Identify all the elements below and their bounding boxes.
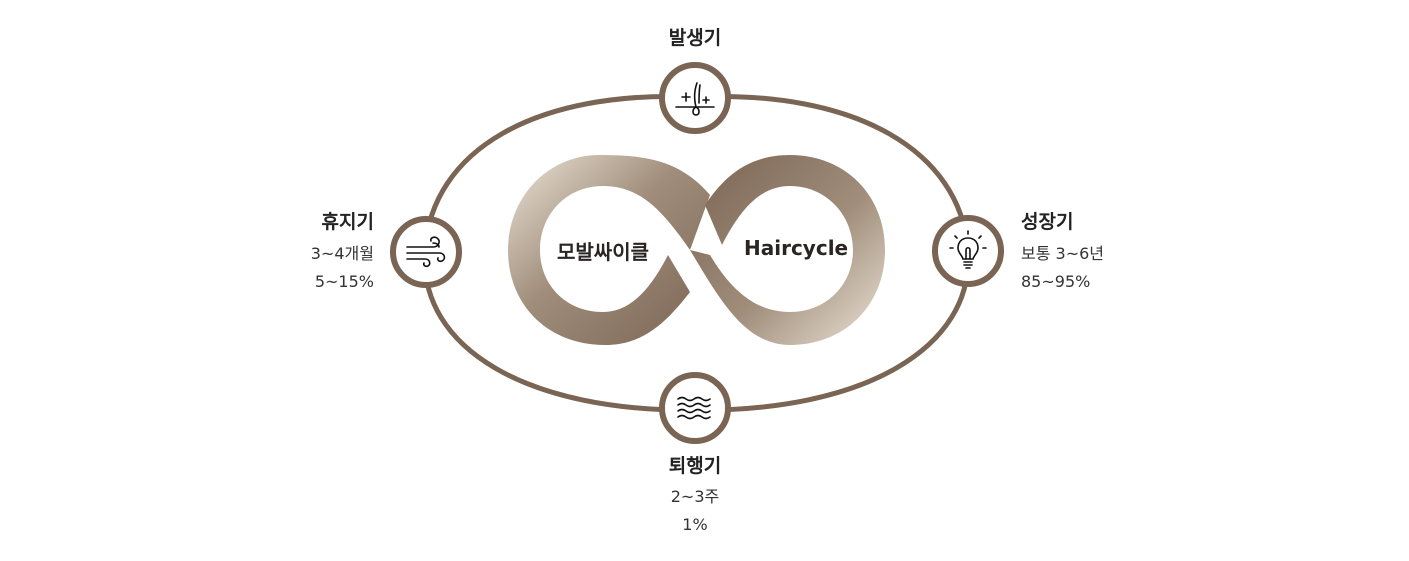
stage-node-anagen-start [659,62,731,134]
lightbulb-icon [945,228,991,274]
waves-icon [672,385,718,431]
stage-percent-bottom: 1% [655,510,735,540]
wind-icon [403,229,449,275]
stage-title-top: 발생기 [665,26,725,50]
stage-percent-left: 5~15% [315,267,374,297]
stage-node-catagen [659,372,731,444]
stage-node-telogen [390,216,462,288]
stage-title-bottom: 퇴행기 [660,454,730,478]
stage-duration-left: 3~4개월 [311,239,374,269]
stage-duration-bottom: 2~3주 [655,482,735,512]
center-label-korean: 모발싸이클 [557,236,649,265]
stage-percent-right: 85~95% [1021,267,1090,297]
stage-duration-right: 보통 3~6년 [1021,239,1104,269]
stage-node-anagen [932,215,1004,287]
stage-title-right: 성장기 [1021,210,1073,234]
center-label-english: Haircycle [744,236,848,260]
stage-title-left: 휴지기 [322,210,374,234]
hair-follicle-sparkle-icon [672,75,718,121]
